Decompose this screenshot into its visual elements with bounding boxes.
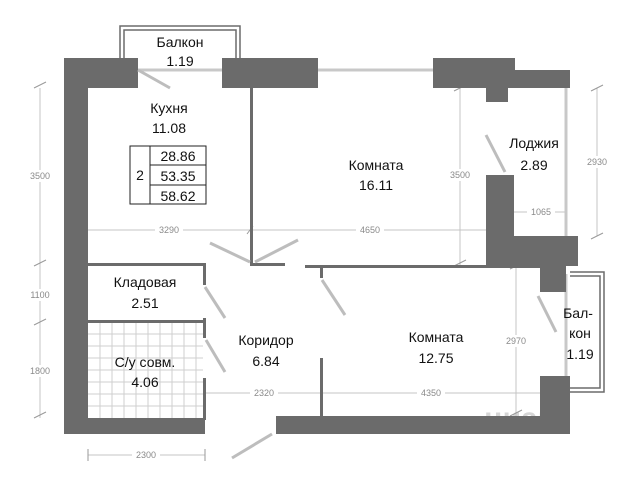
door-balcony-right <box>536 295 558 333</box>
partition-storage-right-a <box>203 263 206 285</box>
storage-name: Кладовая <box>114 274 177 290</box>
loggia-name: Лоджия <box>509 135 559 151</box>
balcony-right-name-1: Бал- <box>563 305 593 321</box>
wall-top-loggia <box>515 70 570 88</box>
partition-room-small-left-b <box>320 358 323 418</box>
balcony-top-outline <box>119 25 241 58</box>
balcony-outlines <box>119 25 605 393</box>
balcony-right-outline <box>570 271 605 393</box>
dim-label-2320: 2320 <box>254 388 274 398</box>
doors <box>137 68 558 460</box>
bathroom-name: С/у совм. <box>115 354 176 370</box>
dim-label-2930: 2930 <box>587 157 607 167</box>
bathroom-area: 4.06 <box>131 374 158 390</box>
partition-room-small-top <box>305 265 540 268</box>
dim-label-1100: 1100 <box>30 290 49 300</box>
balcony-right-name-2: кон <box>569 325 591 341</box>
balcony-right-area: 1.19 <box>566 346 593 362</box>
door-kitchen <box>209 241 251 264</box>
dim-label-1800: 1800 <box>30 366 50 376</box>
corridor-area: 6.84 <box>252 353 279 369</box>
dim-label-4650: 4650 <box>360 225 380 235</box>
bathroom-tiles <box>88 322 203 418</box>
corridor-name: Коридор <box>238 332 294 348</box>
dim-label-2300: 2300 <box>136 450 156 460</box>
dim-label-1065: 1065 <box>531 207 551 217</box>
kitchen-name: Кухня <box>150 100 187 116</box>
balcony-top-area: 1.19 <box>166 53 193 69</box>
partition-storage-bottom <box>88 320 206 323</box>
wall-top-right-pillar <box>486 58 508 102</box>
total-area: 53.35 <box>160 168 195 184</box>
room-big-area: 16.11 <box>359 177 393 193</box>
partition-bath-right-a <box>203 318 206 338</box>
door-room-small <box>320 279 347 316</box>
wall-right-pillar <box>540 236 566 292</box>
door-loggia <box>484 134 507 173</box>
partition-storage-top <box>88 263 206 266</box>
wall-top-mid <box>222 58 318 88</box>
door-bathroom <box>204 339 227 373</box>
door-balcony-top <box>137 68 171 90</box>
area-table: 2 28.86 53.35 58.62 <box>129 145 207 205</box>
balcony-top-name: Балкон <box>157 34 204 50</box>
wall-bottom-left <box>64 418 205 434</box>
wall-bottom-right <box>276 416 570 434</box>
partition-room-small-left-a <box>320 266 323 278</box>
dim-label-2970: 2970 <box>506 336 526 346</box>
loggia-area: 2.89 <box>520 157 547 173</box>
dim-label-3290: 3290 <box>159 225 179 235</box>
room-labels: Балкон 1.19 Кухня 11.08 Комната 16.11 Ло… <box>114 34 594 390</box>
room-small-name: Комната <box>409 329 464 345</box>
walls <box>64 58 578 434</box>
dim-label-3500-mid: 3500 <box>450 170 470 180</box>
partition-corridor-top <box>250 263 285 266</box>
partition-bath-right-b <box>203 378 206 420</box>
wall-left <box>64 58 88 434</box>
partitions <box>88 88 540 420</box>
door-room-big <box>254 238 299 264</box>
windows <box>138 68 568 378</box>
partition-kitchen-room <box>250 88 253 266</box>
dim-label-3500-left: 3500 <box>30 171 50 181</box>
living-area: 28.86 <box>160 148 195 164</box>
room-small-area: 12.75 <box>418 350 453 366</box>
dimension-labels: 3500 1100 1800 3290 4650 3500 2930 1065 … <box>26 156 611 461</box>
total-with-balcony-area: 58.62 <box>160 188 195 204</box>
storage-area: 2.51 <box>131 295 158 311</box>
dim-label-4350: 4350 <box>421 388 441 398</box>
door-entrance <box>231 432 273 460</box>
kitchen-area: 11.08 <box>152 120 186 136</box>
door-storage <box>203 286 227 319</box>
room-big-name: Комната <box>349 157 404 173</box>
rooms-count: 2 <box>136 167 144 183</box>
